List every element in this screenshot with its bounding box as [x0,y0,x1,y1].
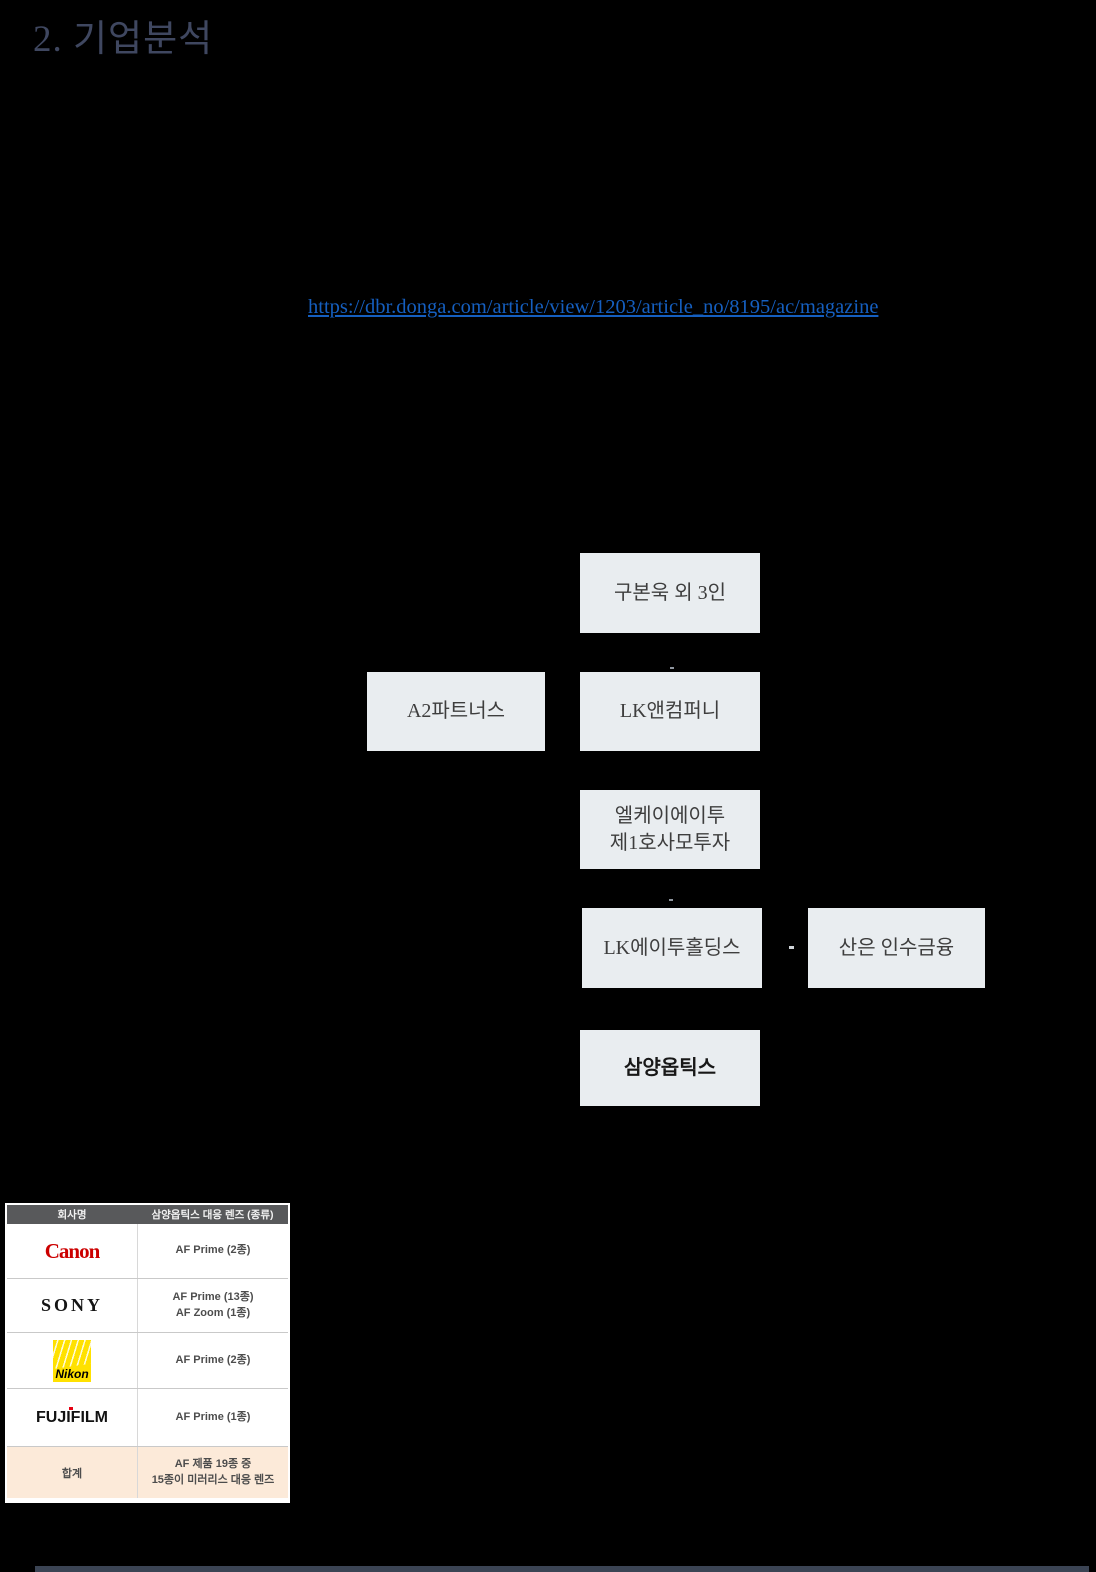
org-box-lka2-pef: 엘케이에이투 제1호사모투자 [580,790,760,869]
lens-value: AF Prime (2종) [175,1244,251,1257]
org-box-label-line1: 엘케이에이투 [614,804,726,827]
table-row-fujifilm: FUJIFILM AF Prime (1종) [7,1389,288,1447]
lens-cell: AF Prime (2종) [138,1333,288,1388]
total-line1: AF 제품 19종 중 [174,1457,252,1470]
nikon-logo: Nikon [53,1339,91,1382]
total-label-cell: 합계 [7,1447,138,1498]
org-box-label-line2: 제1호사모투자 [609,831,731,854]
lens-cell: AF Prime (1종) [138,1389,288,1446]
canon-logo: Canon [44,1238,101,1263]
table-header-lens: 삼양옵틱스 대응 렌즈 (종류) [151,1209,274,1221]
org-box-label: 산은 인수금융 [838,936,955,959]
org-box-label: LK앤컴퍼니 [619,700,721,722]
org-box-label: LK에이투홀딩스 [603,936,741,959]
org-box-samyang-optics: 삼양옵틱스 [580,1030,760,1106]
table-header-company: 회사명 [57,1209,87,1221]
nikon-logo-text: Nikon [55,1366,89,1381]
lens-value: AF Prime (2종) [175,1353,251,1366]
table-row-sony: SONY AF Prime (13종) AF Zoom (1종) [7,1279,288,1333]
fujifilm-logo-cell: FUJIFILM [7,1389,138,1446]
fujifilm-logo-text: FUJIFILM [36,1408,108,1426]
table-header-row: 회사명 삼양옵틱스 대응 렌즈 (종류) [7,1205,288,1224]
connector-remnant [669,899,673,901]
table-row-canon: Canon AF Prime (2종) [7,1224,288,1279]
org-box-label: A2파트너스 [406,700,506,722]
table-row-total: 합계 AF 제품 19종 중 15종이 미러리스 대응 렌즈 [7,1447,288,1498]
org-box-founders: 구본욱 외 3인 [580,553,760,633]
sony-logo: SONY [40,1295,103,1315]
fujifilm-red-dot [69,1406,73,1410]
lens-value: AF Prime (1종) [175,1410,251,1423]
org-box-a2partners: A2파트너스 [367,672,545,751]
connector-remnant [670,667,674,669]
org-box-kdb-acquisition-finance: 산은 인수금융 [808,908,985,988]
org-box-label: 구본욱 외 3인 [614,581,726,604]
lens-value-line2: AF Zoom (1종) [175,1306,251,1319]
lens-cell: AF Prime (13종) AF Zoom (1종) [138,1279,288,1332]
source-article-link[interactable]: https://dbr.donga.com/article/view/1203/… [308,296,879,318]
org-box-label: 삼양옵틱스 [624,1056,716,1079]
footer-divider-bar [35,1566,1089,1572]
nikon-logo-cell: Nikon [7,1333,138,1388]
fujifilm-logo: FUJIFILM [36,1406,108,1427]
table-row-nikon: Nikon AF Prime (2종) [7,1333,288,1389]
lens-compatibility-table: 회사명 삼양옵틱스 대응 렌즈 (종류) Canon AF Prime (2종)… [5,1203,290,1503]
connector-remnant [789,946,794,949]
org-box-lk-and-company: LK앤컴퍼니 [580,672,760,751]
total-line2: 15종이 미러리스 대응 렌즈 [151,1473,275,1486]
total-lens-cell: AF 제품 19종 중 15종이 미러리스 대응 렌즈 [138,1447,288,1498]
lens-value-line1: AF Prime (13종) [172,1290,254,1303]
lens-cell: AF Prime (2종) [138,1224,288,1278]
canon-logo-cell: Canon [7,1224,138,1278]
sony-logo-cell: SONY [7,1279,138,1332]
org-box-lka2-holdings: LK에이투홀딩스 [582,908,762,988]
page-title: 2. 기업분석 [33,19,214,60]
